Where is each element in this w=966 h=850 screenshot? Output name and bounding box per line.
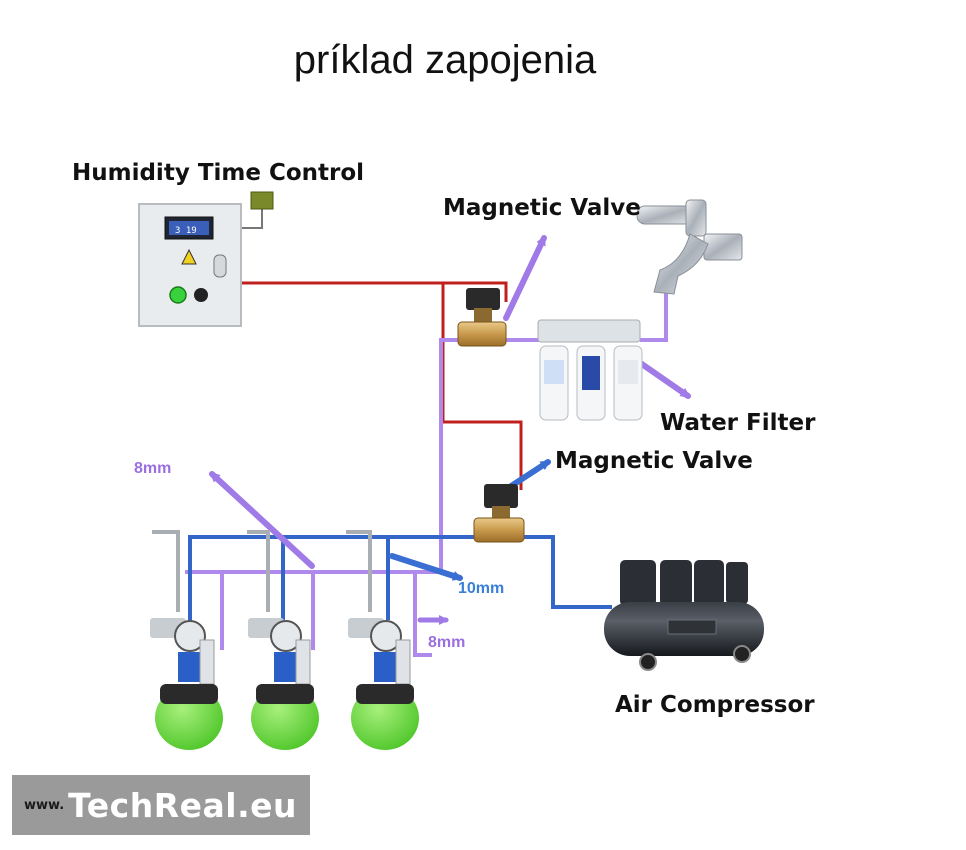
mist-nozzle-unit-2 [247,530,319,750]
faucet-image [636,199,743,295]
pipe-size-8mm-left-label: 8mm [134,460,172,477]
water-filter-label: Water Filter [660,410,816,436]
page-title: príklad zapojenia [293,38,597,82]
water-lines [185,285,668,657]
air-lines [188,535,612,630]
water-filter-image [537,319,643,421]
air-compressor-label: Air Compressor [615,692,815,718]
magnetic-valve-bottom [473,484,525,543]
magnetic-valve-top-label: Magnetic Valve [443,195,641,221]
pipe-size-10mm-label: 10mm [458,580,505,597]
magnetic-valve-top [457,288,507,347]
humidity-control-label: Humidity Time Control [72,160,365,186]
watermark: www. TechReal.eu [12,775,310,835]
mist-nozzle-unit-1 [150,530,223,750]
pipe-size-8mm-right-label: 8mm [428,634,466,651]
magnetic-valve-bottom-label: Magnetic Valve [555,448,753,474]
svg-text:3 19: 3 19 [175,226,197,236]
humidity-control-box: 3 19 [138,191,274,327]
mist-nozzle-unit-3 [346,530,419,750]
pointer-arrows [209,235,691,625]
air-compressor-image [604,560,764,671]
watermark-brand: TechReal.eu [68,785,297,825]
watermark-prefix: www. [24,797,65,813]
